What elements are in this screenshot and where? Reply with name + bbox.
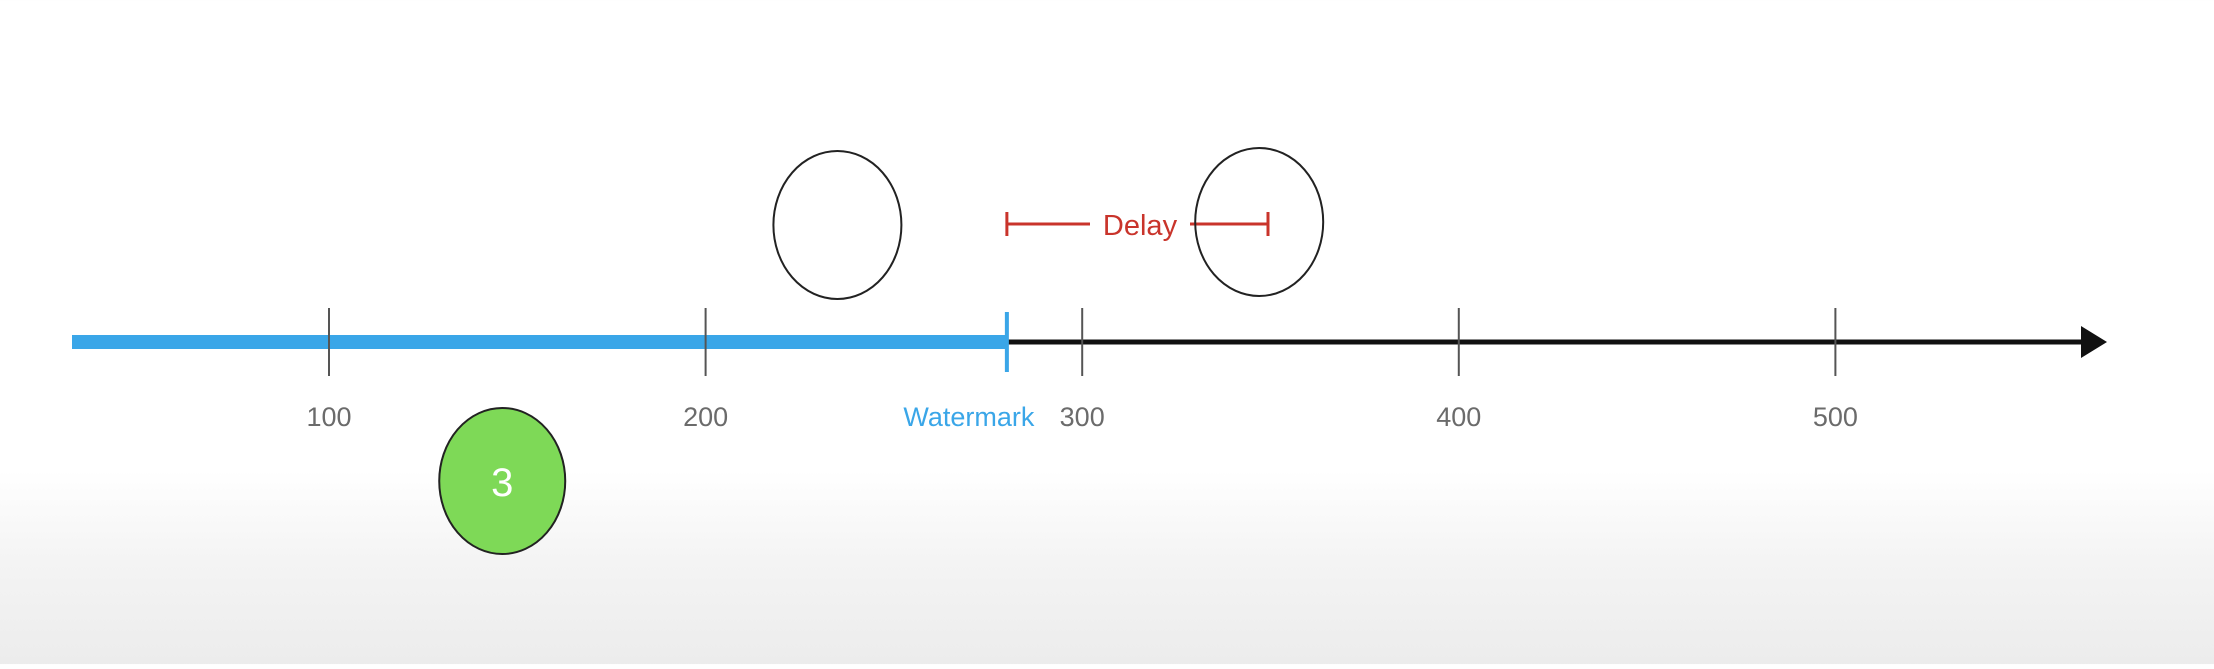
timeline-tick-label: 100 xyxy=(306,402,351,432)
timeline-arrowhead xyxy=(2081,326,2107,358)
processed-event-count: 3 xyxy=(491,461,513,505)
timeline-ticks: 100 200 300 400 500 xyxy=(306,308,1858,432)
pending-event-circle xyxy=(1194,147,1325,297)
watermark-label: Watermark xyxy=(903,402,1035,432)
processed-event: 3 xyxy=(438,407,567,555)
timeline-tick-label: 400 xyxy=(1436,402,1481,432)
timeline-tick-label: 200 xyxy=(683,402,728,432)
timeline-tick-label: 300 xyxy=(1060,402,1105,432)
timeline-tick-label: 500 xyxy=(1813,402,1858,432)
delay-label: Delay xyxy=(1103,210,1178,242)
pending-event-circle xyxy=(772,150,903,300)
processed-event-circle xyxy=(438,407,567,555)
delay-bracket: Delay xyxy=(1005,210,1270,242)
